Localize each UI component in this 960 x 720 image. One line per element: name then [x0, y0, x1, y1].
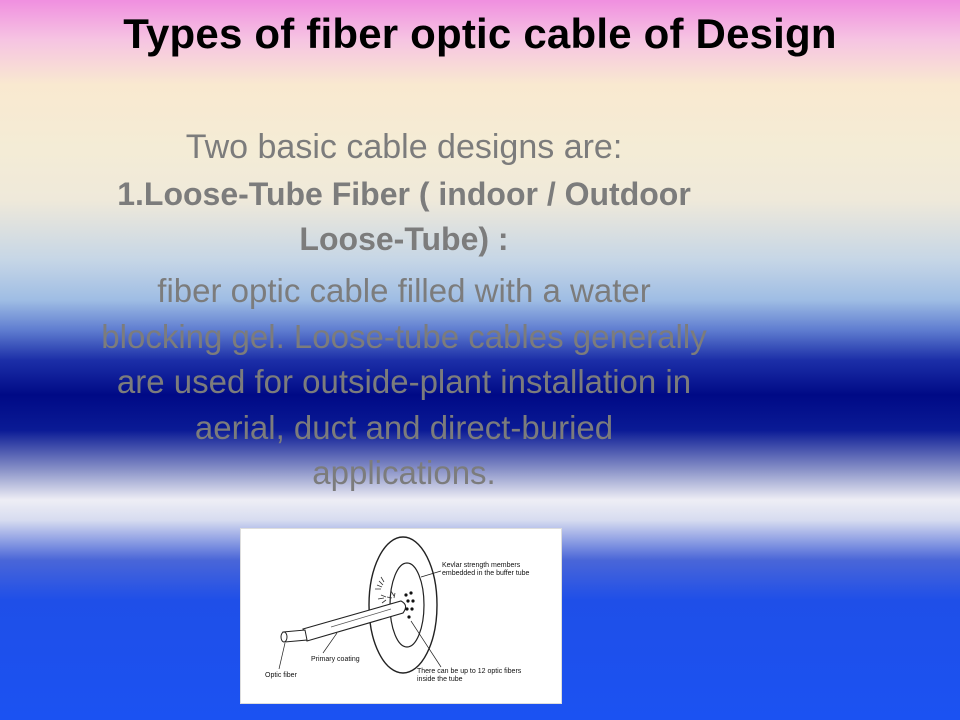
optic-fibers-in-tube	[404, 591, 415, 619]
intro-text: Two basic cable designs are:	[185, 128, 623, 166]
optic-fiber-end	[280, 631, 288, 643]
label-kevlar-2: embedded in the buffer tube	[442, 570, 530, 577]
label-kevlar-1: Kevlar strength members	[442, 562, 521, 569]
cable-diagram-svg: Kevlar strength members embedded in the …	[265, 536, 530, 683]
description-line: aerial, duct and direct-buried	[194, 408, 614, 446]
label-optic-fiber: Optic fiber	[265, 672, 298, 679]
section-heading-line-1: 1.Loose-Tube Fiber ( indoor / Outdoor	[117, 176, 691, 212]
primary-coating	[302, 600, 407, 642]
section-heading-line-2: Loose-Tube) :	[299, 221, 509, 257]
kevlar-strength-members	[375, 576, 396, 604]
description-line: are used for outside-plant installation …	[116, 363, 692, 400]
label-fibers-1: There can be up to 12 optic fibers	[417, 668, 522, 675]
description-line: fiber optic cable filled with a water	[157, 272, 651, 309]
description: fiber optic cable filled with a water bl…	[40, 268, 768, 496]
description-line: blocking gel. Loose-tube cables generall…	[101, 317, 707, 355]
slide-body: Two basic cable designs are: 1.Loose-Tub…	[40, 122, 768, 496]
slide-title: Types of fiber optic cable of Design	[123, 10, 837, 57]
buffer-tube-outer	[368, 536, 438, 674]
loose-tube-cable-diagram: Kevlar strength members embedded in the …	[240, 528, 562, 704]
section-heading: 1.Loose-Tube Fiber ( indoor / Outdoor Lo…	[40, 172, 768, 262]
description-line: applications.	[312, 454, 496, 491]
label-primary-coating: Primary coating	[311, 656, 360, 663]
label-fibers-2: inside the tube	[417, 676, 463, 683]
